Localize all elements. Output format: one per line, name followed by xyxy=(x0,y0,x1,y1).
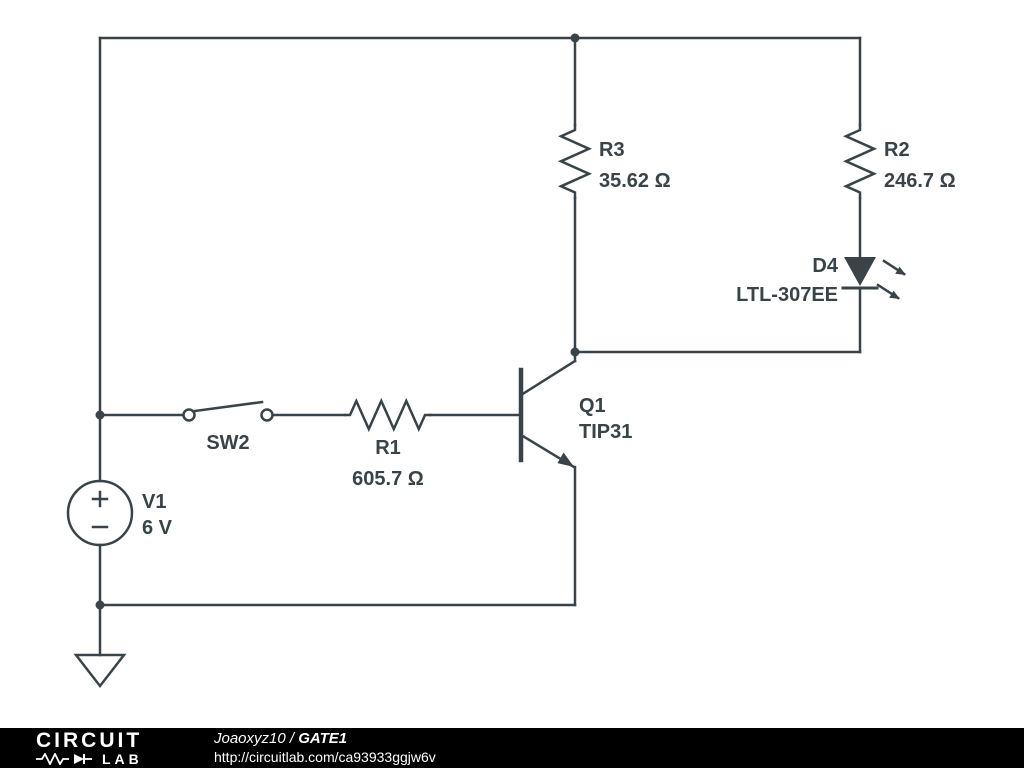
r1-value-label: 605.7 Ω xyxy=(352,468,424,490)
d4-ref-label: D4 xyxy=(812,255,838,277)
resistor-r3[interactable]: R3 35.62 Ω xyxy=(557,123,671,200)
r2-ref-label: R2 xyxy=(884,139,910,161)
resistor-r2[interactable]: R2 246.7 Ω xyxy=(842,123,956,200)
wires xyxy=(98,36,862,657)
circuitlab-logo: CIRCUIT LAB xyxy=(36,730,196,766)
junction-dots xyxy=(95,33,580,610)
r3-ref-label: R3 xyxy=(599,139,625,161)
logo-resistor-diode-icon xyxy=(36,753,92,765)
q1-value-label: TIP31 xyxy=(579,421,632,443)
junction-dot xyxy=(570,33,580,43)
logo-lab-text: LAB xyxy=(102,751,143,767)
junction-dot xyxy=(95,600,105,610)
footer-author: Joaoxyz10 xyxy=(214,729,286,747)
junction-dot xyxy=(95,410,105,420)
led-emission-arrowhead xyxy=(889,290,900,299)
sw2-ref-label: SW2 xyxy=(206,432,249,454)
r2-value-label: 246.7 Ω xyxy=(884,170,956,192)
transistor-q1[interactable]: Q1 TIP31 xyxy=(518,359,632,469)
q1-ref-label: Q1 xyxy=(579,395,606,417)
footer-meta: Joaoxyz10 / GATE1 http://circuitlab.com/… xyxy=(214,730,436,766)
footer-separator: / xyxy=(285,729,299,747)
led-emission-arrowhead xyxy=(895,266,906,275)
v1-ref-label: V1 xyxy=(142,491,166,513)
d4-value-label: LTL-307EE xyxy=(736,284,838,306)
v1-value-label: 6 V xyxy=(142,517,173,539)
ground-symbol[interactable] xyxy=(73,653,127,689)
led-triangle xyxy=(844,257,876,286)
footer-circuit-title: GATE1 xyxy=(298,729,348,747)
r3-value-label: 35.62 Ω xyxy=(599,170,671,192)
voltage-source-v1[interactable]: V1 6 V xyxy=(66,479,173,547)
circuitlab-footer: CIRCUIT LAB Joaoxyz10 / GATE1 http://cir… xyxy=(0,728,1024,768)
transistor-collector xyxy=(519,359,577,397)
schematic-canvas: V1 6 V SW2 R1 605.7 Ω Q1 TIP31 xyxy=(66,33,956,689)
resistor-r1[interactable]: R1 605.7 Ω xyxy=(343,397,432,490)
footer-url[interactable]: http://circuitlab.com/ca93933ggjw6v xyxy=(214,748,436,765)
junction-dot xyxy=(570,347,580,357)
switch-lever[interactable] xyxy=(193,400,264,413)
emitter-arrow xyxy=(557,452,574,467)
footer-author-title: Joaoxyz10 / GATE1 xyxy=(214,730,436,749)
r1-ref-label: R1 xyxy=(375,437,401,459)
switch-sw2[interactable]: SW2 xyxy=(182,400,274,454)
led-d4[interactable]: D4 LTL-307EE xyxy=(736,255,906,306)
logo-circuit-text: CIRCUIT xyxy=(36,729,143,752)
